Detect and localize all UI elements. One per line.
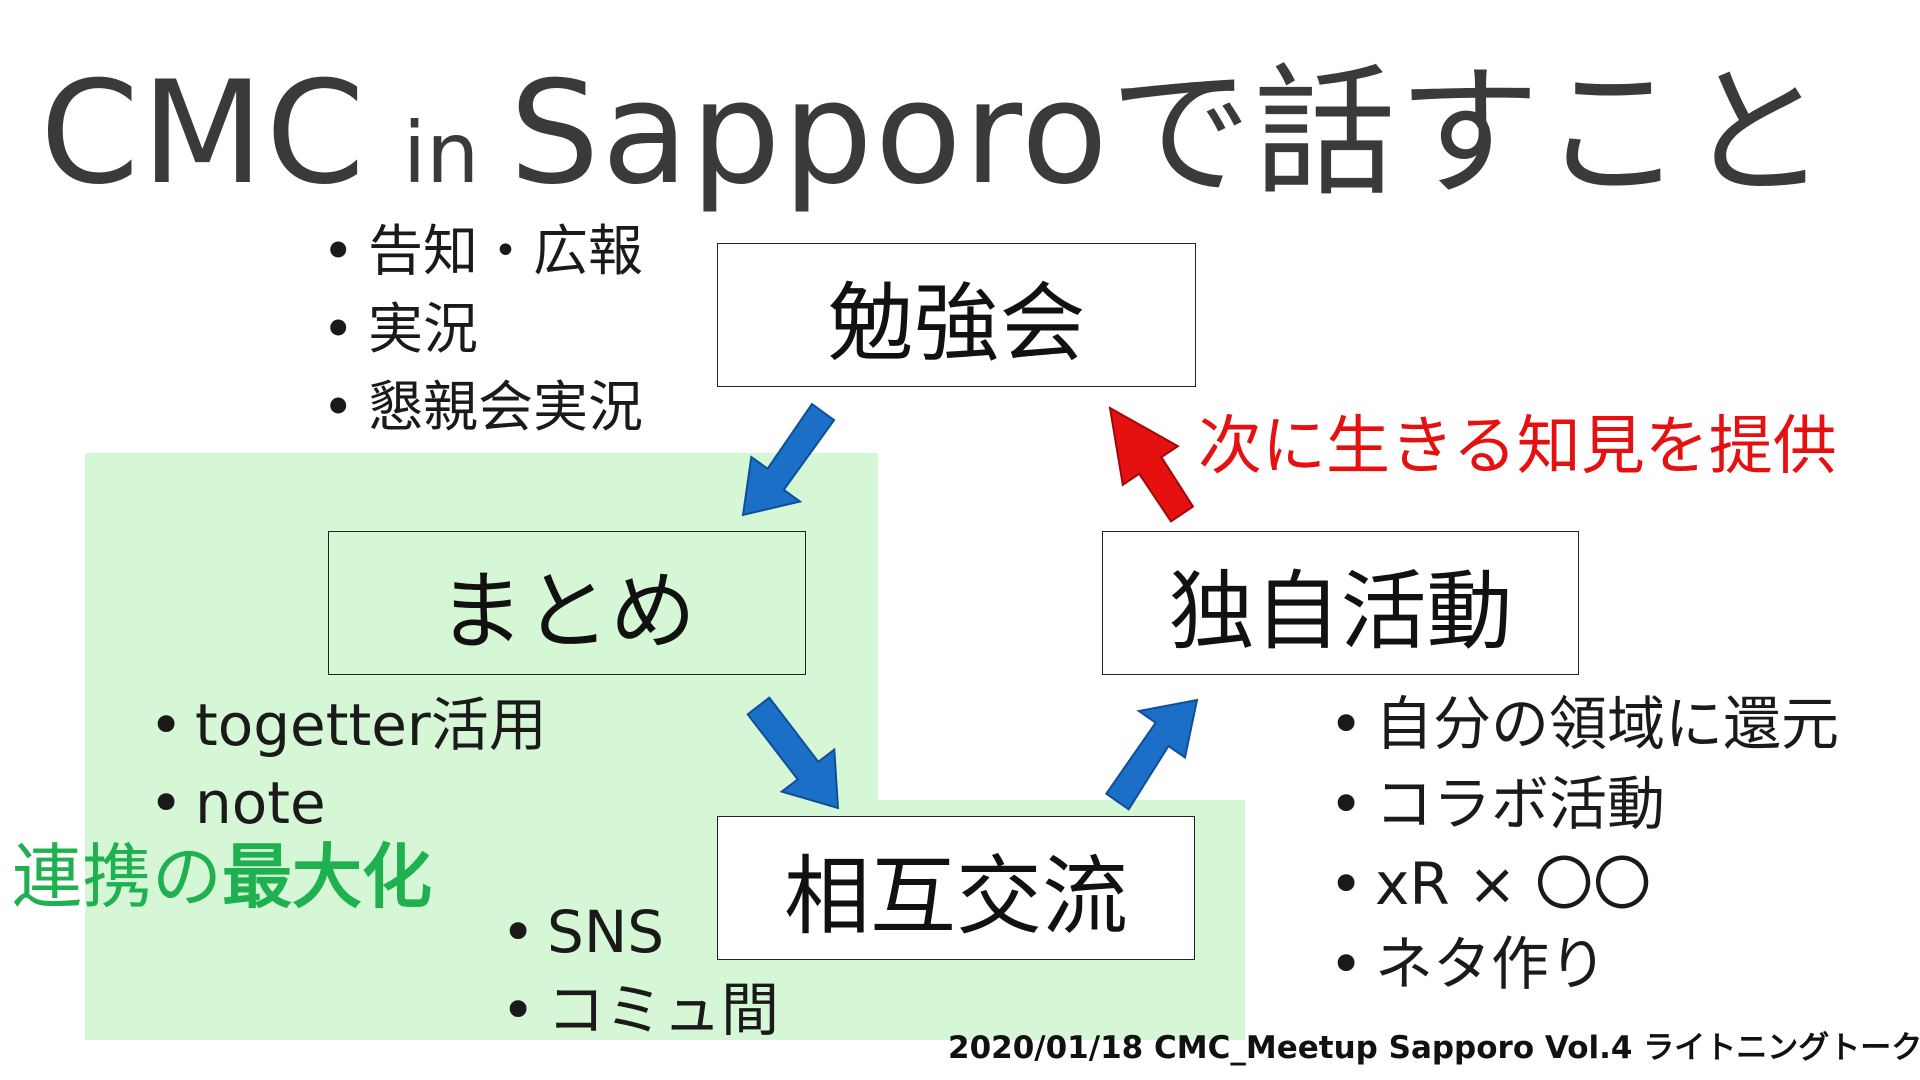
maximize-collaboration-label: 連携の最大化 — [12, 842, 432, 912]
list-item: 告知・広報 — [318, 212, 643, 290]
list-item: 実況 — [318, 290, 643, 368]
node-own-activity: 独自活動 — [1102, 531, 1579, 675]
node-summary: まとめ — [328, 531, 806, 675]
list-item: SNS — [497, 893, 779, 971]
arrow-summary-to-exchange — [746, 696, 840, 810]
list-item: 懇親会実況 — [318, 368, 643, 446]
arrow-exchange-to-own — [1104, 698, 1199, 811]
list-item: 自分の領域に還元 — [1325, 684, 1839, 764]
title-part-in: in — [402, 104, 480, 202]
title-part-cmc: CMC — [40, 51, 367, 216]
node-mutual-exchange: 相互交流 — [717, 816, 1195, 960]
slide-title: CMC in Sapporoで話すこと — [40, 30, 1830, 205]
arrow-own-to-study — [1108, 406, 1195, 523]
study-meeting-bullet-list: 告知・広報 実況 懇親会実況 — [318, 212, 643, 446]
green-label-part1: 連携の — [12, 836, 222, 918]
list-item: コミュ間 — [497, 971, 779, 1049]
mutual-exchange-bullet-list: SNS コミュ間 — [497, 893, 779, 1049]
green-label-part2: 最大化 — [222, 836, 432, 918]
title-part-sapporo: Sapporoで話すこと — [509, 51, 1830, 216]
list-item: note — [145, 764, 547, 842]
footer-event-caption: 2020/01/18 CMC_Meetup Sapporo Vol.4 ライトニ… — [948, 1030, 1920, 1066]
node-study-meeting: 勉強会 — [717, 243, 1196, 387]
own-activity-bullet-list: 自分の領域に還元 コラボ活動 xR × 〇〇 ネタ作り — [1325, 684, 1839, 1004]
arrow-study-to-summary — [741, 402, 836, 517]
list-item: ネタ作り — [1325, 924, 1839, 1004]
list-item: コラボ活動 — [1325, 764, 1839, 844]
provide-knowledge-label: 次に生きる知見を提供 — [1198, 410, 1837, 484]
summary-bullet-list: togetter活用 note — [145, 686, 547, 842]
list-item: togetter活用 — [145, 686, 547, 764]
list-item: xR × 〇〇 — [1325, 844, 1839, 924]
